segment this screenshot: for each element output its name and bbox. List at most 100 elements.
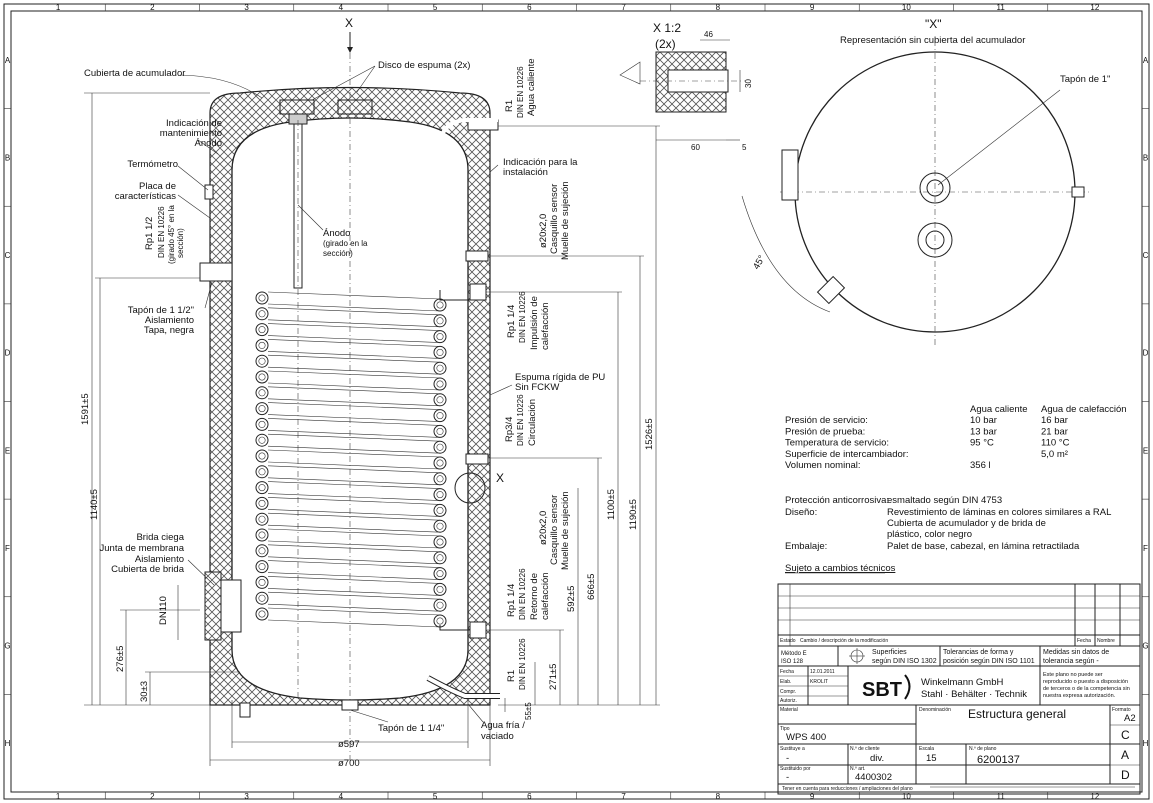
dim-700: ø700 <box>338 758 360 769</box>
label-ind-mant-2: mantenimiento <box>160 128 222 139</box>
spec-row-label: Presión de servicio: <box>785 415 868 426</box>
coil-turn-left <box>255 560 269 574</box>
tb-fecha-val: 12.01.2011 <box>810 669 835 675</box>
label-ind-mant-1: Indicación de <box>166 118 222 129</box>
label-brida-2: Junta de membrana <box>100 543 185 554</box>
tb-articulo: 4400302 <box>855 772 892 783</box>
detail-title-1: X 1:2 <box>653 21 681 35</box>
label-agua-caliente: Agua caliente <box>526 58 537 116</box>
spec-prot-label: Protección anticorrosiva: <box>785 495 889 506</box>
dim-592: 592±5 <box>566 586 577 612</box>
label-rp112: Rp1 1/2 <box>144 217 155 250</box>
dim-666: 666±5 <box>586 574 597 600</box>
dim-1591: 1591±5 <box>80 393 91 425</box>
coil-turn-left <box>255 449 269 463</box>
dim-1100: 1100±5 <box>606 489 617 520</box>
column-marker-5-top: 5 <box>433 3 438 12</box>
coil-turn-left <box>255 338 269 352</box>
tb-formato: A2 <box>1124 713 1136 724</box>
tb-copyright-2: reproducido o puesto a disposición <box>1043 679 1128 685</box>
spec-row-value-2: 21 bar <box>1041 426 1068 437</box>
detail-x-mark: X <box>496 471 504 485</box>
label-anodo-1: Ánodo <box>323 228 350 239</box>
tb-compr-lbl: Compr. <box>780 689 796 695</box>
column-marker-4-top: 4 <box>339 3 344 12</box>
coil-turn-left <box>255 433 269 447</box>
tb-copyright-3: de terceros o de la competencia sin <box>1043 686 1130 692</box>
dim-597: ø597 <box>338 739 360 750</box>
spec-prot-value: esmaltado según DIN 4753 <box>887 495 1002 506</box>
tb-tipo-lbl: Tipo <box>780 726 790 732</box>
row-marker-E-right: E <box>1143 446 1148 455</box>
column-marker-3-bottom: 3 <box>244 792 249 801</box>
spec-row-value-1: 95 °C <box>970 438 994 449</box>
row-marker-A-left: A <box>5 56 11 65</box>
specs-table: Agua caliente Agua de calefacción Presió… <box>785 404 1127 574</box>
label-retorno-2: calefacción <box>540 572 551 620</box>
label-rp114-top-din: DIN EN 10226 <box>518 291 527 343</box>
column-marker-8-top: 8 <box>716 3 721 12</box>
label-agua-fria-1: Agua fría / <box>481 720 525 731</box>
spec-col2: Agua de calefacción <box>1041 404 1127 415</box>
tb-escala-lbl: Escala <box>919 746 934 752</box>
column-marker-12-bottom: 12 <box>1090 792 1099 801</box>
column-marker-8-bottom: 8 <box>716 792 721 801</box>
top-view-title-1: "X" <box>925 17 942 31</box>
label-r1-top: R1 <box>504 100 515 112</box>
row-marker-C-left: C <box>5 251 11 260</box>
label-rp34-din: DIN EN 10226 <box>516 394 525 446</box>
tb-medidas-2: tolerancia según - <box>1043 658 1099 665</box>
column-marker-3-top: 3 <box>244 3 249 12</box>
label-sensor-bot-2: Casquillo sensor <box>549 495 560 565</box>
label-brida-4: Cubierta de brida <box>111 564 185 575</box>
column-marker-5-bottom: 5 <box>433 792 438 801</box>
tb-copyright-1: Este plano no puede ser <box>1043 672 1103 678</box>
tb-formato-lbl: Formato <box>1112 707 1131 713</box>
tb-cliente: div. <box>870 753 884 764</box>
tb-superficies-1: Superficies <box>872 649 907 656</box>
tb-articulo-lbl: N.º art. <box>850 766 865 772</box>
coil-turn-left <box>255 417 269 431</box>
tb-fecha-col: Fecha <box>1077 638 1091 644</box>
dimension-lines <box>84 92 660 766</box>
column-marker-9-bottom: 9 <box>810 792 815 801</box>
label-sensor-bot-1: ø20x2,0 <box>538 511 549 545</box>
tb-sustituye-lbl: Sustituye a <box>780 746 805 752</box>
label-brida-3: Aislamiento <box>135 554 184 565</box>
coil-turn-left <box>255 323 269 337</box>
label-cubierta: Cubierta de acumulador <box>84 68 185 79</box>
label-brida-1: Brida ciega <box>136 532 184 543</box>
spec-embalaje-value: Palet de base, cabezal, en lámina retrac… <box>887 541 1080 552</box>
spec-row-value-1: 13 bar <box>970 426 997 437</box>
heat-exchanger-coil <box>255 291 447 628</box>
flange <box>204 571 222 641</box>
row-marker-H-left: H <box>5 739 11 748</box>
spec-row-value-2: 16 bar <box>1041 415 1068 426</box>
column-marker-1-bottom: 1 <box>56 792 61 801</box>
tb-company-2: Stahl · Behälter · Technik <box>921 689 1027 700</box>
label-ind-mant-3: Ánodo <box>195 138 222 149</box>
tb-autoriz-lbl: Autoriz. <box>780 698 797 704</box>
column-marker-4-bottom: 4 <box>339 792 344 801</box>
coil-turn-left <box>255 591 269 605</box>
label-impulsion-2: calefacción <box>540 302 551 350</box>
coil-turn-left <box>255 575 269 589</box>
label-sensor-top-1: ø20x2,0 <box>538 214 549 248</box>
detail-dim-5: 5 <box>742 143 747 152</box>
label-anodo-2: (girado en la <box>323 239 368 248</box>
main-labels: Cubierta de acumulador Disco de espuma (… <box>84 58 605 742</box>
tb-metodo-2: ISO 128 <box>781 659 804 665</box>
tb-plano-lbl: N.º de plano <box>969 746 997 752</box>
column-marker-10-bottom: 10 <box>902 792 911 801</box>
label-retorno-1: Retorno de <box>529 573 540 620</box>
tb-copyright-4: nuestra expresa autorización. <box>1043 693 1116 699</box>
coil-turn-left <box>255 481 269 495</box>
dim-1526: 1526±5 <box>644 418 655 450</box>
dimension-texts: 1591±5 1140±5 276±5 30±3 1526±5 1190±5 1… <box>80 393 655 769</box>
tb-company-1: Winkelmann GmbH <box>921 677 1003 688</box>
foam-disc-1 <box>279 99 315 115</box>
